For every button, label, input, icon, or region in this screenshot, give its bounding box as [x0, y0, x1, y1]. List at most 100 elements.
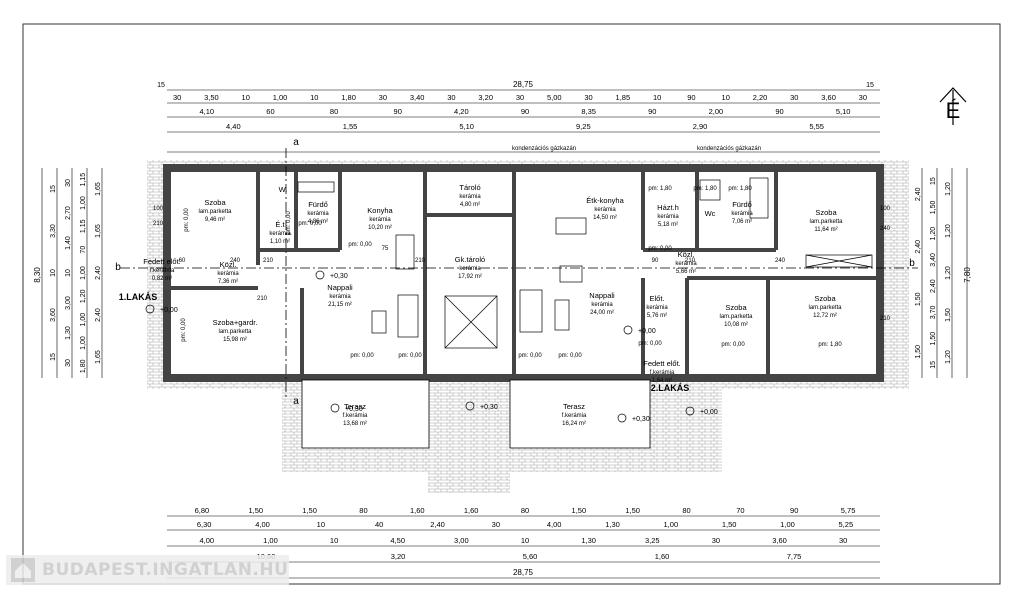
dim-right-b: 1,20	[945, 350, 952, 364]
room-area: 14,50 m²	[593, 215, 617, 221]
dim-bottom-row3: 3,60	[772, 536, 787, 545]
dim-top-row1: 30	[173, 93, 181, 102]
room-name: Házt.h	[657, 203, 679, 212]
north-label: É	[946, 98, 961, 123]
room-area: 4,80 m²	[460, 202, 480, 208]
room-finish: f.kerámia	[562, 413, 587, 419]
dim-left-b: 2,70	[65, 206, 72, 220]
dim-bottom-row3: 1,30	[581, 536, 596, 545]
room-finish: kerámia	[646, 305, 668, 311]
elevation-marker-icon	[617, 413, 627, 423]
dim-left-c: 1,00	[80, 336, 87, 350]
room-area: 7,06 m²	[732, 219, 752, 225]
dim-top-row2: 8,35	[581, 107, 596, 116]
room-name: Közl.	[678, 250, 695, 259]
level-mark: pm: 0,00	[350, 353, 374, 359]
dim-top-row1: 90	[687, 93, 695, 102]
furniture	[297, 177, 873, 349]
dim-top-row3: 4,40	[226, 122, 241, 131]
room-area: 9,46 m²	[205, 217, 225, 223]
outer-walls	[163, 164, 884, 382]
room-finish: kerámia	[459, 266, 481, 272]
dim-wall-opening: 240	[230, 258, 241, 264]
side-dimension-lines	[41, 168, 968, 378]
elevation-mark: +0,00	[638, 328, 656, 335]
dim-top-row1: 30	[447, 93, 455, 102]
elevation-mark: +0,30	[632, 416, 650, 423]
dim-wall-opening: 240	[880, 226, 891, 232]
dim-wall-opening: 75	[382, 246, 389, 252]
room-name: Gk.tároló	[455, 255, 485, 264]
dim-left-total: 8,30	[33, 267, 42, 283]
level-mark: pm: 1,80	[728, 186, 752, 192]
house-logo-icon	[11, 558, 35, 582]
dim-right-b: 1,20	[945, 182, 952, 196]
dim-left-d: 1,65	[95, 350, 102, 364]
room-finish: kerámia	[269, 231, 291, 237]
dim-left-b: 30	[65, 359, 72, 367]
level-mark: pm: 1,80	[818, 342, 842, 348]
level-mark: pm: 0,00	[286, 211, 292, 235]
dim-left-c: 1,15	[80, 173, 87, 187]
dim-top-row1: 3,40	[410, 93, 425, 102]
room-area: 13,68 m²	[343, 421, 367, 427]
dim-wall-opening: 210	[153, 221, 164, 227]
building-outline	[166, 167, 881, 379]
dim-right-b: 1,20	[945, 266, 952, 280]
dim-left-b: 10	[65, 269, 72, 277]
room-finish: f.kerámia	[150, 268, 175, 274]
dim-bottom-row4: 3,20	[391, 552, 406, 561]
dim-left-a: 15	[50, 185, 57, 193]
dim-right-b: 1,20	[945, 224, 952, 238]
room-name: Szoba	[204, 198, 226, 207]
dim-top-row1: 30	[790, 93, 798, 102]
room-finish: kerámia	[594, 207, 616, 213]
dim-bottom-row2: 1,30	[605, 520, 620, 529]
room-name: Szoba	[814, 294, 836, 303]
dim-top-row1: 3,20	[478, 93, 493, 102]
room-finish: kerámia	[731, 211, 753, 217]
dim-bottom-row1: 80	[359, 506, 367, 515]
dim-bottom-row4: 1,60	[655, 552, 670, 561]
dim-top-row1: 10	[722, 93, 730, 102]
dim-right-c: 1,50	[915, 292, 922, 306]
dim-right-a: 3,70	[930, 305, 937, 319]
dim-right-a: 2,40	[930, 279, 937, 293]
room-area: 16,24 m²	[562, 421, 586, 427]
room-name: Fürdő	[732, 200, 752, 209]
elevation-marker-icon	[623, 325, 633, 335]
room-area: 11,64 m²	[814, 227, 837, 233]
dim-bottom-row3: 30	[712, 536, 720, 545]
room-finish: lam.parketta	[719, 314, 753, 320]
dim-bottom-row3: 3,25	[645, 536, 660, 545]
dim-right-c: 2,40	[915, 187, 922, 201]
room-finish: lam.parketta	[809, 219, 843, 225]
room-finish: kerámia	[657, 214, 679, 220]
dim-bottom-row1: 1,60	[410, 506, 425, 515]
dim-top-row3: 9,25	[576, 122, 591, 131]
dim-bottom-row1: 5,75	[841, 506, 856, 515]
dim-bottom-row2: 1,00	[780, 520, 795, 529]
room-name: Szoba	[815, 208, 837, 217]
dim-top-row1: 30	[516, 93, 524, 102]
room-area: 5,66 m²	[676, 269, 696, 275]
dim-left-d: 2,40	[95, 266, 102, 280]
room-area: 10,08 m²	[724, 322, 748, 328]
room-name: Wc	[705, 209, 716, 218]
room-finish: f.kerámia	[343, 413, 368, 419]
elevation-marker-icon	[685, 406, 695, 416]
dim-bottom-row2: 40	[375, 520, 383, 529]
dim-right-b: 1,50	[945, 308, 952, 322]
room-name: Étk-konyha	[586, 196, 624, 205]
dim-left-c: 1,15	[80, 219, 87, 233]
dim-left-c: 70	[80, 246, 87, 254]
room-name: Szoba	[725, 303, 747, 312]
room-name: Előt.	[649, 294, 664, 303]
dim-top-row3: 2,90	[693, 122, 708, 131]
interior-walls	[171, 172, 876, 374]
dim-bottom-row2: 2,40	[430, 520, 445, 529]
dim-left-b: 1,30	[65, 326, 72, 340]
level-mark: pm: 0,00	[398, 353, 422, 359]
room-finish: lam.parketta	[808, 305, 842, 311]
dim-wall-opening: 210	[263, 258, 274, 264]
